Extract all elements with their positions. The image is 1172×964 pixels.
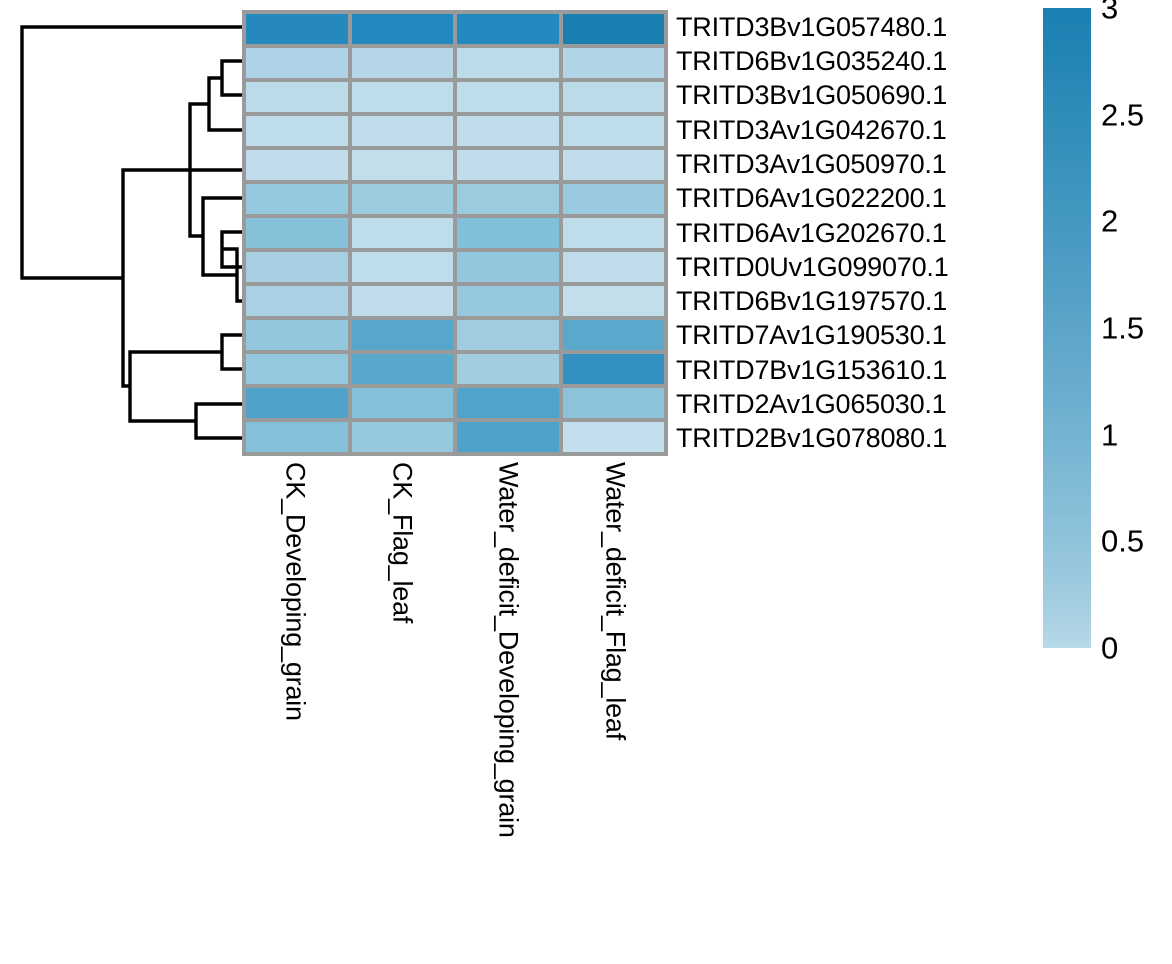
heatmap-cell: [562, 184, 664, 214]
heatmap-cell: [562, 354, 664, 384]
row-label: TRITD3Bv1G050690.1: [676, 80, 948, 111]
heatmap-cell: [246, 48, 348, 78]
heatmap-cell: [457, 150, 559, 180]
heatmap-cell: [351, 252, 453, 282]
heatmap-cell: [246, 184, 348, 214]
row-label: TRITD7Av1G190530.1: [676, 320, 947, 351]
heatmap-cell: [457, 82, 559, 112]
row-label: TRITD6Av1G022200.1: [676, 183, 947, 214]
heatmap-cell: [562, 252, 664, 282]
heatmap-cell: [351, 184, 453, 214]
row-label: TRITD3Bv1G057480.1: [676, 11, 948, 42]
heatmap-cell: [351, 116, 453, 146]
colorbar-gradient: [1043, 8, 1091, 648]
heatmap-cell: [562, 286, 664, 316]
heatmap-cell: [562, 422, 664, 452]
colorbar-tick-label: 1.5: [1101, 310, 1145, 346]
heatmap-cell: [246, 150, 348, 180]
heatmap-cell: [351, 286, 453, 316]
heatmap-cell: [457, 388, 559, 418]
heatmap-cell: [351, 82, 453, 112]
heatmap-cells: [242, 10, 668, 456]
row-label: TRITD2Bv1G078080.1: [676, 423, 948, 454]
heatmap-cell: [246, 320, 348, 350]
heatmap-cell: [246, 388, 348, 418]
row-label: TRITD6Av1G202670.1: [676, 217, 947, 248]
heatmap-cell: [562, 320, 664, 350]
heatmap-cell: [351, 354, 453, 384]
heatmap-cell: [457, 116, 559, 146]
column-label-list: CK_Developing_grain CK_Flag_leaf Water_def…: [242, 462, 668, 942]
heatmap-cell: [457, 320, 559, 350]
heatmap-cell: [351, 320, 453, 350]
heatmap-cell: [562, 14, 664, 44]
row-label: TRITD0Uv1G099070.1: [676, 251, 949, 282]
column-label-cell: CK_Developing_grain: [242, 462, 349, 942]
colorbar-tick-label: 0: [1101, 630, 1119, 666]
heatmap-cell: [246, 252, 348, 282]
column-label: CK_Flag_leaf: [387, 462, 418, 624]
heatmap-cell: [562, 388, 664, 418]
heatmap-cell: [246, 354, 348, 384]
heatmap-cell: [457, 286, 559, 316]
heatmap-cell: [457, 218, 559, 248]
heatmap-cell: [562, 116, 664, 146]
heatmap-grid-background: [242, 10, 668, 456]
heatmap-cell: [246, 422, 348, 452]
colorbar-tick-label: 0.5: [1101, 523, 1145, 559]
heatmap-cell: [562, 82, 664, 112]
row-label: TRITD7Bv1G153610.1: [676, 354, 948, 385]
colorbar-tick-label: 3: [1101, 0, 1119, 26]
heatmap-cell: [246, 14, 348, 44]
heatmap-cell: [562, 218, 664, 248]
heatmap-cell: [351, 150, 453, 180]
heatmap-cell: [562, 48, 664, 78]
heatmap-cell: [351, 388, 453, 418]
heatmap-cell: [457, 48, 559, 78]
colorbar-tick-labels: 3 2.5 2 1.5 1 0.5 0: [1101, 0, 1171, 664]
heatmap-cell: [351, 14, 453, 44]
column-label-cell: CK_Flag_leaf: [349, 462, 456, 942]
row-label: TRITD3Av1G042670.1: [676, 114, 947, 145]
heatmap-cell: [246, 218, 348, 248]
row-label: TRITD6Bv1G035240.1: [676, 45, 948, 76]
colorbar-tick-label: 1: [1101, 417, 1119, 453]
column-label: Water_deficit_Flag_leaf: [600, 462, 631, 741]
row-dendrogram: [20, 25, 245, 440]
heatmap-cell: [562, 150, 664, 180]
heatmap-cell: [457, 422, 559, 452]
heatmap-cell: [246, 82, 348, 112]
heatmap-cell: [457, 354, 559, 384]
colorbar-tick-label: 2: [1101, 203, 1119, 239]
column-label: Water_deficit_Developing_grain: [493, 462, 524, 838]
row-label: TRITD2Av1G065030.1: [676, 389, 947, 420]
column-label-cell: Water_deficit_Flag_leaf: [562, 462, 669, 942]
heatmap-cell: [351, 218, 453, 248]
colorbar-tick-label: 2.5: [1101, 97, 1145, 133]
row-label: TRITD6Bv1G197570.1: [676, 286, 948, 317]
heatmap-cell: [246, 116, 348, 146]
colorbar-legend: 3 2.5 2 1.5 1 0.5 0: [1043, 0, 1172, 664]
heatmap-cell: [351, 422, 453, 452]
heatmap-cell: [351, 48, 453, 78]
row-label: TRITD3Av1G050970.1: [676, 148, 947, 179]
heatmap-cell: [457, 252, 559, 282]
heatmap-cell: [246, 286, 348, 316]
heatmap-cell: [457, 184, 559, 214]
column-label-cell: Water_deficit_Developing_grain: [455, 462, 562, 942]
heatmap-cell: [457, 14, 559, 44]
column-label: CK_Developing_grain: [280, 462, 311, 721]
